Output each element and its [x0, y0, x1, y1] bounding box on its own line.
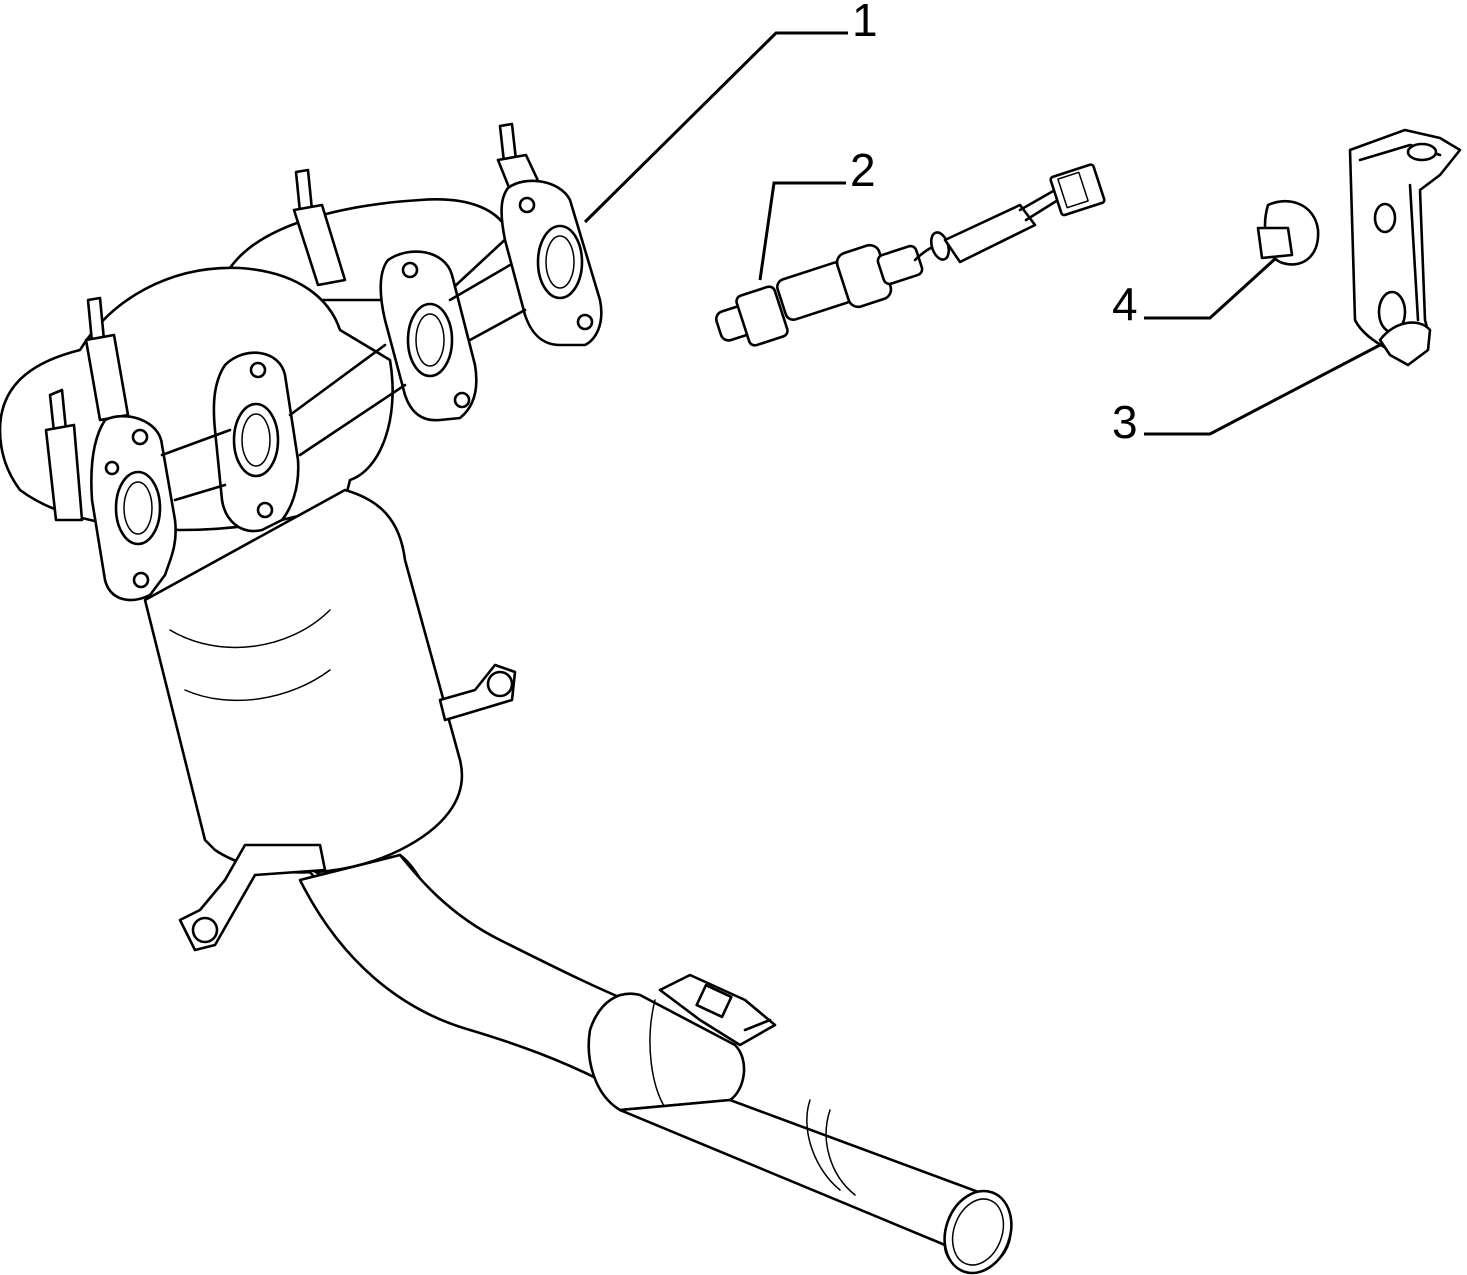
manifold-flange	[379, 250, 478, 422]
manifold-studs	[44, 122, 542, 522]
callout-1: 1	[583, 0, 878, 224]
manifold-flange	[500, 179, 603, 347]
callout-3: 3	[1112, 343, 1381, 448]
callout-label-4: 4	[1112, 278, 1138, 330]
manifold-flange	[212, 351, 300, 533]
callout-2: 2	[758, 144, 876, 281]
callout-label-3: 3	[1112, 396, 1138, 448]
manifold-flange	[90, 414, 177, 602]
callout-label-2: 2	[850, 144, 876, 196]
part-3-bracket[interactable]	[1348, 128, 1462, 367]
callout-4: 4	[1112, 256, 1278, 330]
part-2-oxygen-sensor[interactable]	[714, 163, 1106, 347]
callout-label-1: 1	[852, 0, 878, 46]
part-4-clip[interactable]	[1256, 199, 1320, 266]
part-1-exhaust-manifold-assembly[interactable]	[0, 122, 1022, 1275]
